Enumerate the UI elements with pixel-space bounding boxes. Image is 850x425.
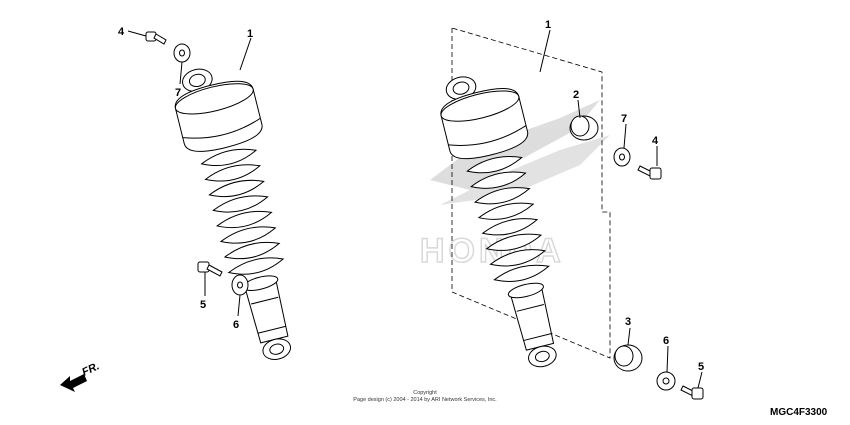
copyright-line1: Copyright — [413, 390, 437, 396]
front-arrow-icon — [60, 374, 87, 392]
callout-left-washer-bottom: 6 — [233, 319, 239, 331]
assembly-outline — [451, 27, 611, 359]
copyright-line2: Page design (c) 2004 - 2014 by ARI Netwo… — [353, 397, 497, 403]
callout-right-shock: 1 — [545, 19, 551, 31]
left-washer-bottom — [231, 274, 249, 296]
left-shock-absorber — [174, 68, 292, 360]
right-shock-absorber — [440, 76, 557, 368]
right-bolt-top — [637, 165, 662, 180]
callout-left-bolt-top: 4 — [118, 26, 125, 38]
diagram-code: MGC4F3300 — [770, 407, 828, 418]
left-bolt-bottom — [197, 261, 223, 277]
right-bolt-bottom — [680, 385, 704, 400]
callout-left-bolt-bottom: 5 — [200, 299, 206, 311]
callout-right-bolt-top: 4 — [652, 135, 659, 147]
callout-right-bushing-top: 2 — [573, 89, 579, 101]
spring-coils-right — [466, 156, 550, 282]
right-washer-bottom — [656, 371, 676, 391]
right-washer-top — [613, 147, 631, 167]
left-washer-top — [173, 43, 191, 63]
callout-left-washer-top: 7 — [175, 87, 181, 99]
left-bolt-top — [145, 31, 167, 45]
spring-coils — [200, 148, 285, 275]
callout-right-washer-bottom: 6 — [663, 335, 669, 347]
front-indicator-label: FR. — [80, 360, 101, 378]
callout-right-washer-top: 7 — [621, 113, 627, 125]
callout-right-bushing-bottom: 3 — [625, 316, 631, 328]
callout-left-shock: 1 — [247, 28, 253, 40]
callout-right-bolt-bottom: 5 — [698, 361, 704, 373]
right-bushing-top — [569, 115, 599, 141]
right-bushing-bottom — [613, 344, 643, 372]
